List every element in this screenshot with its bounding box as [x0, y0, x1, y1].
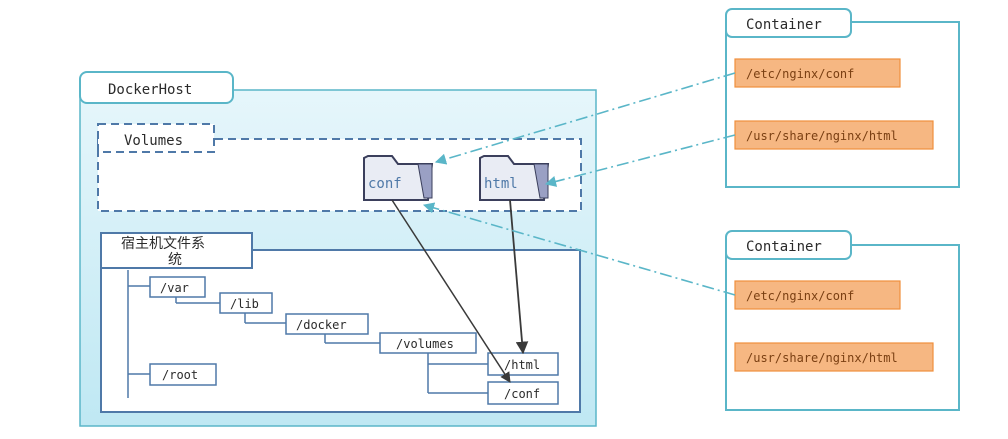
folder-icon: html [479, 155, 550, 201]
map-c1-conf [434, 72, 736, 165]
volume-html-label: html [484, 176, 518, 192]
container-2-title-box [725, 230, 852, 260]
tree-node-var: /var [149, 276, 206, 298]
host-filesystem: 宿主机文件系 统 /var /lib /docker [100, 232, 581, 413]
svg-text:/html: /html [504, 358, 540, 372]
tree-node-conf: /conf [487, 381, 559, 405]
container-1-title: Container [746, 17, 822, 33]
volumes-area: Volumes conf html [97, 123, 582, 212]
docker-host-title: DockerHost [108, 82, 192, 98]
svg-text:/etc/nginx/conf: /etc/nginx/conf [746, 289, 854, 303]
svg-text:/conf: /conf [504, 387, 540, 401]
mount-arrows [391, 199, 529, 383]
tree-node-html: /html [487, 352, 559, 376]
host-fs-label-box [100, 232, 253, 269]
host-fs-label-line1: 宿主机文件系 [121, 235, 205, 252]
svg-text:/usr/share/nginx/html: /usr/share/nginx/html [746, 351, 898, 365]
svg-text:/docker: /docker [296, 318, 347, 332]
map-c2-conf [422, 202, 736, 296]
tree-node-lib: /lib [219, 292, 273, 314]
docker-host-title-box [79, 71, 234, 104]
svg-text:/var: /var [160, 281, 189, 295]
svg-text:/root: /root [162, 368, 198, 382]
svg-text:/etc/nginx/conf: /etc/nginx/conf [746, 67, 854, 81]
container-1-path-conf [734, 58, 901, 88]
container-2-path-html [734, 342, 934, 372]
arrow-conf-to-host [391, 199, 511, 383]
container-1-path-html [734, 120, 934, 150]
tree-connectors [127, 270, 488, 398]
tree-node-volumes: /volumes [379, 332, 477, 354]
map-c1-html [544, 134, 736, 187]
container-1-title-box [725, 8, 852, 38]
tree-node-root: /root [149, 363, 217, 386]
container-1: Container /etc/nginx/conf /usr/share/ngi… [725, 8, 960, 188]
container-2: Container /etc/nginx/conf /usr/share/ngi… [725, 230, 960, 411]
folder-icon: conf [363, 155, 434, 201]
host-fs-label-line2: 统 [168, 252, 182, 268]
svg-text:/usr/share/nginx/html: /usr/share/nginx/html [746, 129, 898, 143]
container-2-title: Container [746, 239, 822, 255]
volumes-label-box [97, 123, 215, 153]
arrow-html-to-host [509, 199, 529, 355]
svg-text:/volumes: /volumes [396, 337, 454, 351]
tree-node-docker: /docker [285, 313, 369, 335]
volumes-label: Volumes [124, 133, 183, 149]
mapping-lines [422, 72, 736, 296]
svg-text:/lib: /lib [230, 297, 259, 311]
volume-conf-label: conf [368, 176, 402, 192]
